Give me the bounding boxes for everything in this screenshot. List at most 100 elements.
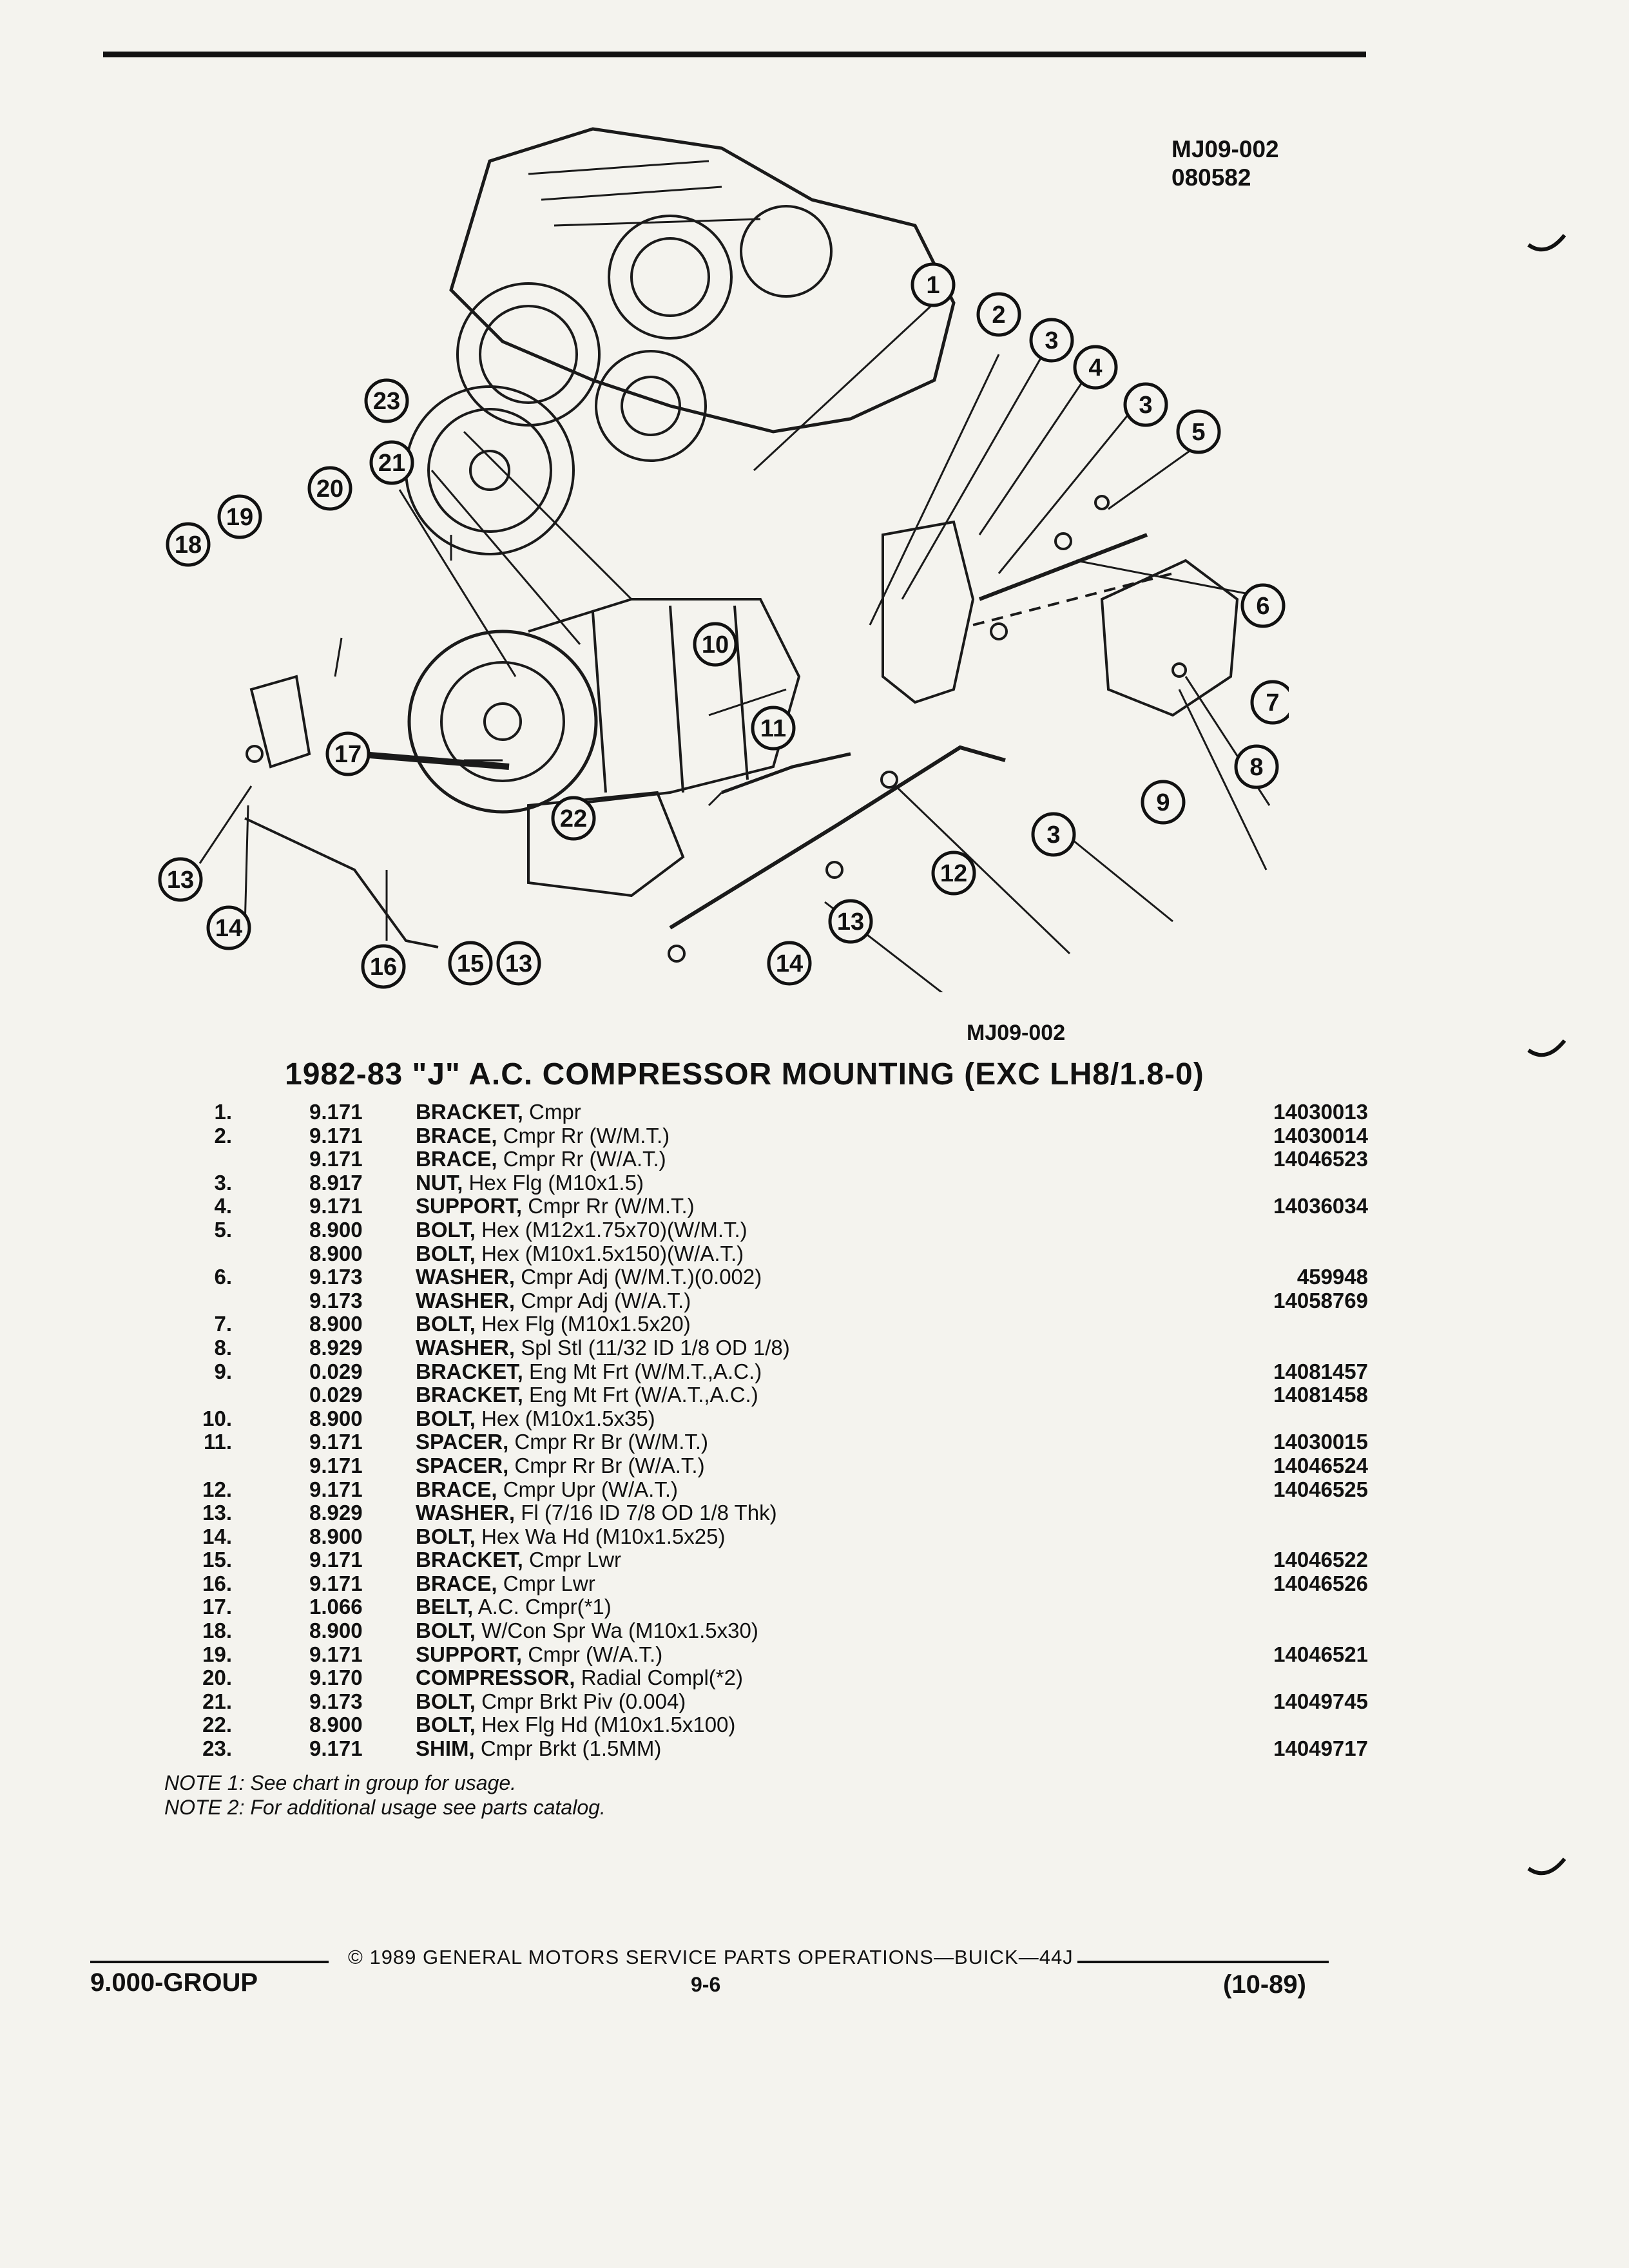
part-number: 14046523 — [1063, 1148, 1368, 1171]
part-number: 14030014 — [1063, 1124, 1368, 1148]
part-spec: W/Con Spr Wa (M10x1.5x30) — [481, 1619, 758, 1643]
footer-group: 9.000-GROUP — [90, 1968, 258, 1997]
group-number: 1.066 — [309, 1595, 363, 1619]
part-spec: Cmpr (W/A.T.) — [528, 1642, 663, 1666]
group-number: 9.171 — [309, 1477, 363, 1501]
group-number: 9.173 — [309, 1265, 363, 1289]
ref-number: 14. — [202, 1524, 232, 1548]
callout-label: 7 — [1266, 689, 1279, 716]
ref-number: 20. — [202, 1666, 232, 1690]
part-number: 14046526 — [1063, 1571, 1368, 1595]
part-description: BOLT, Hex Flg (M10x1.5x20) — [416, 1312, 699, 1336]
group-number: 8.900 — [309, 1217, 363, 1242]
callout-label: 23 — [373, 388, 400, 415]
note-2: NOTE 2: For additional usage see parts c… — [164, 1796, 606, 1819]
part-name: WASHER, — [416, 1265, 516, 1289]
binder-mark — [1527, 234, 1566, 252]
callout-label: 16 — [370, 954, 397, 981]
exploded-view-diagram: 1 2 3 4 3 5 6 7 8 9 3 12 13 14 11 10 22 … — [158, 127, 1289, 992]
group-number: 8.900 — [309, 1406, 363, 1430]
ref-number: 23. — [202, 1736, 232, 1761]
ref-number: 7. — [214, 1312, 232, 1336]
part-spec: Cmpr Brkt Piv (0.004) — [481, 1689, 686, 1713]
ref-number: 22. — [202, 1713, 232, 1737]
part-spec: Eng Mt Frt (W/A.T.,A.C.) — [529, 1383, 758, 1407]
group-number: 9.171 — [309, 1100, 363, 1124]
part-description: BOLT, Hex Wa Hd (M10x1.5x25) — [416, 1524, 733, 1548]
group-number: 8.900 — [309, 1713, 363, 1737]
part-description: BOLT, Hex (M10x1.5x35) — [416, 1407, 663, 1430]
ref-number: 2. — [214, 1123, 232, 1148]
callout-label: 21 — [378, 450, 405, 477]
part-number: 14058769 — [1063, 1289, 1368, 1312]
part-spec: Cmpr Lwr — [503, 1571, 595, 1595]
ref-number: 5. — [214, 1217, 232, 1242]
group-number: 8.929 — [309, 1335, 363, 1360]
callout-label: 14 — [776, 950, 803, 977]
footer-date: (10-89) — [1223, 1970, 1306, 1999]
part-name: BOLT, — [416, 1689, 476, 1713]
part-description: BRACKET, Cmpr Lwr — [416, 1548, 630, 1572]
callout-label: 11 — [760, 715, 786, 742]
callout-label: 2 — [992, 302, 1005, 329]
ref-number: 11. — [203, 1430, 232, 1454]
part-name: BOLT, — [416, 1217, 476, 1242]
part-name: WASHER, — [416, 1501, 516, 1525]
part-spec: Spl Stl (11/32 ID 1/8 OD 1/8) — [521, 1335, 790, 1360]
binder-mark — [1527, 1039, 1566, 1057]
part-name: BOLT, — [416, 1713, 476, 1737]
part-name: BOLT, — [416, 1619, 476, 1643]
part-name: BOLT, — [416, 1524, 476, 1548]
part-description: SHIM, Cmpr Brkt (1.5MM) — [416, 1737, 670, 1761]
ref-number: 9. — [214, 1359, 232, 1383]
part-spec: A.C. Cmpr(*1) — [477, 1595, 612, 1619]
part-number: 14081457 — [1063, 1360, 1368, 1383]
group-number: 0.029 — [309, 1383, 363, 1407]
callout-label: 10 — [702, 631, 729, 658]
part-name: BRACE, — [416, 1147, 497, 1171]
ref-number: 12. — [202, 1477, 232, 1501]
part-spec: Radial Compl(*2) — [581, 1666, 743, 1690]
callout-label: 1 — [926, 272, 940, 299]
part-spec: Hex Wa Hd (M10x1.5x25) — [481, 1524, 726, 1548]
part-description: BRACE, Cmpr Upr (W/A.T.) — [416, 1477, 686, 1501]
ref-number: 10. — [202, 1406, 232, 1430]
group-number: 8.900 — [309, 1524, 363, 1548]
part-number: 14049745 — [1063, 1689, 1368, 1713]
ref-number: 3. — [214, 1170, 232, 1195]
group-number: 9.171 — [309, 1123, 363, 1148]
callout-label: 22 — [560, 805, 587, 832]
part-description: WASHER, Fl (7/16 ID 7/8 OD 1/8 Thk) — [416, 1501, 785, 1525]
part-spec: Eng Mt Frt (W/M.T.,A.C.) — [529, 1359, 762, 1383]
part-name: BRACKET, — [416, 1359, 523, 1383]
part-description: BELT, A.C. Cmpr(*1) — [416, 1595, 619, 1619]
callout-label: 9 — [1156, 789, 1170, 816]
part-name: BRACKET, — [416, 1383, 523, 1407]
part-name: BRACKET, — [416, 1548, 523, 1572]
group-number: 8.929 — [309, 1501, 363, 1525]
group-number: 0.029 — [309, 1359, 363, 1383]
group-number: 8.900 — [309, 1619, 363, 1643]
part-name: BOLT, — [416, 1241, 476, 1265]
callout-label: 17 — [334, 741, 361, 768]
ref-number: 8. — [214, 1335, 232, 1360]
group-number: 9.171 — [309, 1571, 363, 1595]
ref-number: 16. — [202, 1571, 232, 1595]
part-description: BOLT, Hex (M10x1.5x150)(W/A.T.) — [416, 1241, 752, 1265]
callout-label: 13 — [837, 908, 864, 936]
footer-rule-right — [1077, 1961, 1329, 1963]
